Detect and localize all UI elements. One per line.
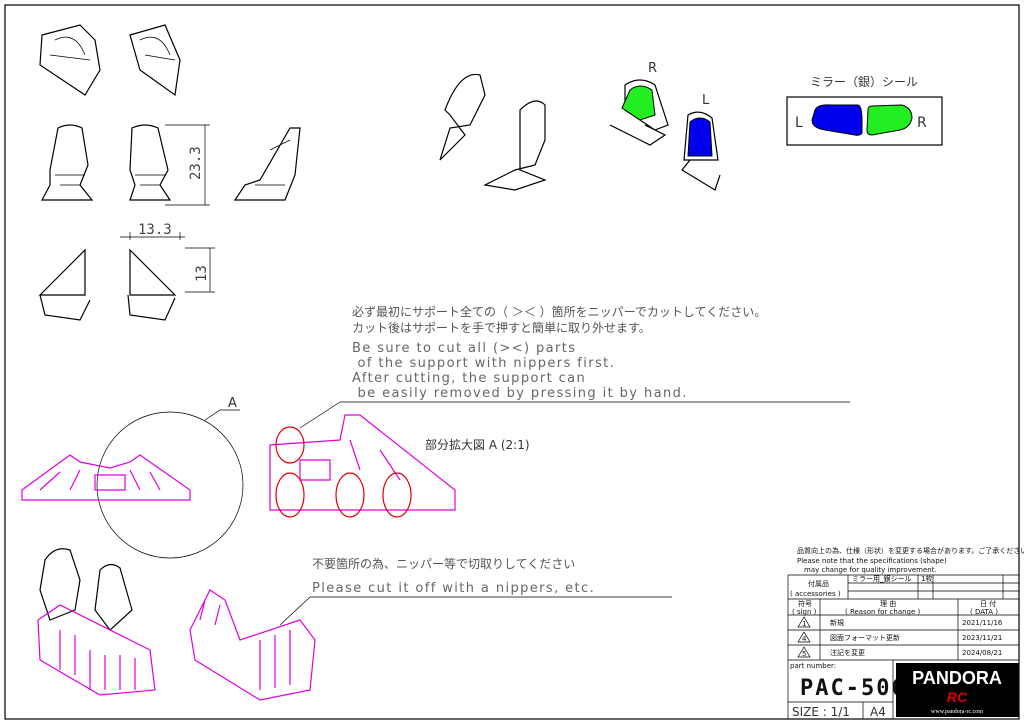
seal-label-l: L — [795, 115, 803, 131]
revision-row: 1 新規 2021/11/16 — [797, 616, 1003, 628]
note-en-1: Be sure to cut all (><) parts — [352, 341, 576, 356]
sprue-detail: A 部分拡大図 A (2:1) — [21, 396, 530, 559]
bottom-parts — [37, 548, 316, 701]
reason-en: ( Reason for change ) — [845, 608, 921, 616]
dim-height: 23.3 — [188, 146, 204, 180]
svg-text:5: 5 — [802, 650, 806, 658]
date-en: ( DATA ) — [970, 608, 998, 616]
cut-note-en: Please cut it off with a nippers, etc. — [312, 581, 595, 596]
perspective-views: R L — [439, 61, 721, 191]
reason-jp: 理 由 — [880, 599, 896, 608]
revision-row: 4 図面フォーマット更新 2023/11/21 — [797, 631, 1002, 643]
date-jp: 日 付 — [980, 599, 996, 608]
svg-text:www.pandora-rc.com: www.pandora-rc.com — [931, 709, 983, 715]
spec-note-jp: 品質向上の為、仕様（形状）を変更する場合があります。ご了承ください。 — [797, 546, 1024, 555]
note-en-4: be easily removed by pressing it by hand… — [352, 386, 688, 401]
spec-note-en-2: may change for quality improvement. — [804, 566, 937, 574]
pandora-logo: PANDORA RC www.pandora-rc.com — [896, 663, 1019, 717]
part-number-label: part number: — [790, 662, 836, 670]
accessories-jp: 付属品 — [808, 579, 829, 588]
svg-text:PANDORA: PANDORA — [912, 668, 1002, 688]
svg-text:新規: 新規 — [830, 618, 844, 627]
label-r: R — [648, 61, 657, 76]
note-jp-2: カット後はサポートを手で押すと簡単に取り外せます。 — [352, 320, 651, 335]
svg-text:2023/11/21: 2023/11/21 — [962, 634, 1002, 642]
detail-label: 部分拡大図 A (2:1) — [425, 437, 530, 452]
dim-width: 13.3 — [138, 222, 172, 238]
cut-note: 不要箇所の為、ニッパー等で切取りしてください Please cut it off… — [279, 557, 672, 626]
sign-en: ( sign ) — [792, 608, 817, 616]
title-block: 品質向上の為、仕様（形状）を変更する場合があります。ご了承ください。 Pleas… — [787, 546, 1024, 719]
svg-text:注記を変更: 注記を変更 — [830, 648, 865, 657]
seal-left — [811, 104, 863, 136]
spec-note-en-1: Please note that the specifications (sha… — [797, 557, 947, 565]
paper-size: A4 — [870, 705, 886, 719]
mirror-seal-title: ミラー（銀）シール — [810, 75, 918, 89]
drawing-border — [4, 4, 1020, 720]
support-note: 必ず最初にサポート全ての（ ＞＜ ）箇所をニッパーでカットしてください。 カット… — [299, 304, 850, 429]
seal-label-r: R — [917, 115, 927, 131]
note-jp-1: 必ず最初にサポート全ての（ ＞＜ ）箇所をニッパーでカットしてください。 — [352, 304, 766, 319]
label-l: L — [702, 93, 710, 108]
sign-jp: 符号 — [798, 599, 812, 608]
revision-row: 5 注記を変更 2024/08/21 — [797, 646, 1002, 658]
svg-text:RC: RC — [947, 689, 968, 705]
dim-depth: 13 — [194, 265, 210, 282]
mirror-seal: ミラー（銀）シール L R — [786, 75, 943, 146]
cut-note-jp: 不要箇所の為、ニッパー等で切取りしてください — [312, 557, 575, 571]
svg-text:2024/08/21: 2024/08/21 — [962, 649, 1002, 657]
svg-text:図面フォーマット更新: 図面フォーマット更新 — [830, 633, 900, 642]
top-views — [39, 24, 181, 97]
accessories-en: ( accessories ) — [790, 590, 841, 598]
svg-text:2021/11/16: 2021/11/16 — [962, 619, 1003, 627]
note-en-3: After cutting, the support can — [352, 371, 586, 386]
front-views: 23.3 — [41, 124, 301, 206]
accessory-item: ミラー用_銀シール — [852, 574, 912, 583]
size-label: SIZE : 1/1 — [792, 705, 850, 719]
part-number: PAC-506 — [800, 676, 907, 701]
svg-text:1: 1 — [802, 620, 806, 628]
note-en-2: of the support with nippers first. — [352, 356, 615, 371]
accessory-qty: 1枚 — [921, 574, 932, 583]
seal-right — [866, 104, 913, 136]
bottom-views: 13.3 13 — [38, 222, 215, 321]
svg-text:4: 4 — [802, 635, 807, 643]
detail-callout: A — [228, 396, 237, 411]
